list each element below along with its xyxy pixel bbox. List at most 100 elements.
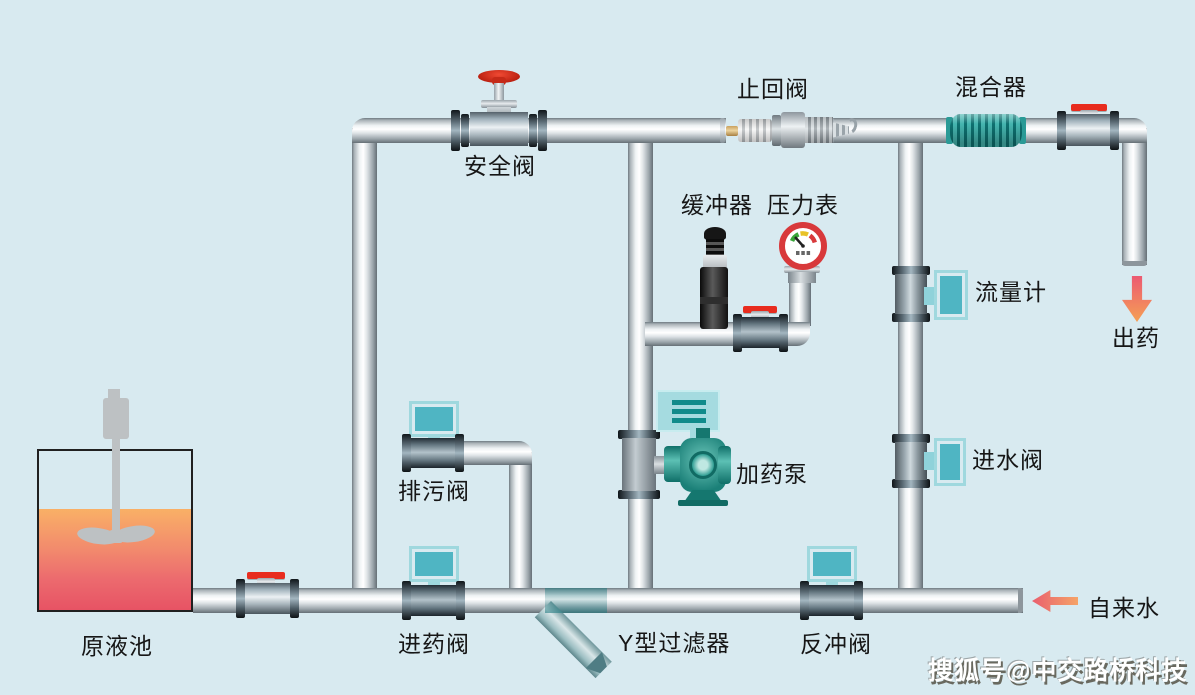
buffer-dome bbox=[704, 227, 726, 240]
flow-meter-flange-top bbox=[892, 266, 930, 275]
agitator-motor bbox=[103, 398, 129, 439]
backflush-valve-monitor-stand bbox=[826, 581, 838, 587]
label-mixer: 混合器 bbox=[955, 74, 1027, 100]
agitator-hub bbox=[109, 530, 123, 543]
pump-panel-line-2 bbox=[672, 409, 706, 414]
label-raw-liquid-tank: 原液池 bbox=[81, 633, 153, 659]
y-strainer-pipe-section bbox=[545, 588, 607, 613]
check-valve-hex-body bbox=[781, 112, 805, 148]
pressure-gauge-dial bbox=[779, 222, 827, 270]
water-inlet-flange-top bbox=[892, 434, 930, 443]
watermark: 搜狐号@中交路桥科技 bbox=[928, 657, 1188, 685]
pipe-bottom-end-cap bbox=[1018, 588, 1023, 613]
flow-meter-display bbox=[934, 270, 968, 320]
water-inlet-display bbox=[934, 438, 966, 486]
label-drain-valve: 排污阀 bbox=[398, 478, 470, 504]
gauge-pedestal bbox=[788, 272, 816, 283]
safety-valve-hub bbox=[492, 77, 506, 85]
dose-inlet-valve-flange-right bbox=[456, 581, 465, 620]
label-y-strainer: Y型过滤器 bbox=[618, 630, 731, 656]
drain-valve-body bbox=[411, 438, 455, 468]
label-pressure-gauge: 压力表 bbox=[767, 192, 839, 218]
safety-valve-yoke bbox=[481, 100, 517, 108]
mixer-body bbox=[950, 114, 1022, 147]
label-flow-meter: 流量计 bbox=[975, 279, 1047, 305]
dose-out-arrow-icon bbox=[1122, 276, 1152, 322]
pipe-drain-vertical bbox=[509, 452, 532, 600]
label-tap-water: 自来水 bbox=[1088, 595, 1160, 621]
pump-pipe-column bbox=[622, 438, 656, 491]
dose-inlet-valve-flange-left bbox=[402, 581, 411, 620]
tap-water-arrow-icon bbox=[1032, 590, 1078, 612]
pipe-outlet-end-cap bbox=[1122, 261, 1147, 266]
check-valve-ribbed-insulator bbox=[738, 119, 772, 142]
water-inlet-connector bbox=[924, 452, 936, 470]
label-dosing-pump: 加药泵 bbox=[736, 461, 808, 487]
safety-valve-flange-left-inner bbox=[461, 114, 469, 147]
mixer-end-ring-right bbox=[1019, 117, 1026, 144]
mixer-valve-handle bbox=[1071, 104, 1107, 111]
pipe-top-left-end-cap bbox=[720, 118, 725, 143]
branch-valve-flange-left bbox=[733, 314, 742, 352]
pipe-outlet-vertical bbox=[1122, 128, 1147, 265]
buffer-collar bbox=[703, 255, 727, 268]
backflush-valve-flange-right bbox=[854, 581, 863, 620]
branch-valve-cap bbox=[751, 311, 769, 319]
branch-valve-flange-right bbox=[779, 314, 788, 352]
water-inlet-flange-bottom bbox=[892, 479, 930, 488]
dose-inlet-valve-monitor bbox=[409, 546, 459, 582]
mixer-valve-flange-left bbox=[1057, 111, 1066, 150]
drain-valve-flange-left bbox=[402, 434, 411, 472]
check-valve-tip bbox=[726, 126, 738, 136]
flow-meter-flange-bottom bbox=[892, 313, 930, 322]
flow-meter-body bbox=[895, 274, 927, 314]
mixer-end-ring-left bbox=[946, 117, 953, 144]
safety-valve-flange-left-outer bbox=[451, 110, 460, 151]
label-backflush-valve: 反冲阀 bbox=[800, 631, 872, 657]
backflush-valve-body bbox=[809, 585, 854, 616]
flow-meter-screen bbox=[940, 276, 962, 314]
water-inlet-body bbox=[895, 442, 927, 480]
safety-valve-handwheel bbox=[478, 70, 520, 83]
buffer-spring bbox=[706, 239, 724, 256]
pump-right-cap bbox=[718, 446, 731, 484]
pipe-left-vertical bbox=[352, 128, 377, 600]
water-inlet-screen bbox=[940, 444, 960, 480]
label-buffer: 缓冲器 bbox=[681, 192, 753, 218]
label-dose-inlet-valve: 进药阀 bbox=[398, 631, 470, 657]
tank-outlet-valve-cap bbox=[257, 578, 275, 586]
tank-outlet-valve-handle bbox=[247, 572, 285, 579]
backflush-valve-monitor-screen bbox=[813, 552, 851, 576]
label-safety-valve: 安全阀 bbox=[464, 153, 536, 179]
drain-valve-monitor-screen bbox=[415, 407, 453, 431]
y-strainer-branch-cap bbox=[586, 652, 612, 678]
safety-valve-flange-right-inner bbox=[529, 114, 537, 147]
label-check-valve: 止回阀 bbox=[737, 76, 809, 102]
pump-pipe-flange-bottom bbox=[618, 490, 660, 499]
flow-meter-connector bbox=[924, 287, 936, 305]
drain-valve-flange-right bbox=[455, 434, 464, 472]
pipe-right-vertical bbox=[898, 138, 923, 600]
pump-center-ring bbox=[689, 451, 717, 479]
mixer-valve-flange-right bbox=[1110, 111, 1119, 150]
pump-base bbox=[684, 490, 722, 502]
pump-pipe-flange-top bbox=[618, 430, 660, 439]
pipe-middle-vertical bbox=[628, 138, 653, 600]
tank-outlet-valve-body bbox=[245, 583, 290, 614]
tank-outlet-valve-flange-right bbox=[290, 579, 299, 618]
pump-foot bbox=[678, 500, 728, 506]
check-valve-thread-section bbox=[805, 117, 833, 143]
check-valve-collar bbox=[772, 115, 781, 146]
tank-outlet-valve-flange-left bbox=[236, 579, 245, 618]
pump-panel-line-3 bbox=[672, 418, 706, 423]
pipe-bottom bbox=[193, 588, 1023, 613]
label-dose-out: 出药 bbox=[1112, 325, 1160, 351]
label-water-inlet-valve: 进水阀 bbox=[972, 447, 1044, 473]
safety-valve-body bbox=[470, 112, 528, 146]
agitator-shaft bbox=[112, 438, 120, 536]
safety-valve-stem bbox=[494, 83, 504, 102]
branch-valve-body bbox=[741, 317, 780, 348]
backflush-valve-flange-left bbox=[800, 581, 809, 620]
safety-valve-flange-right-outer bbox=[538, 110, 547, 151]
